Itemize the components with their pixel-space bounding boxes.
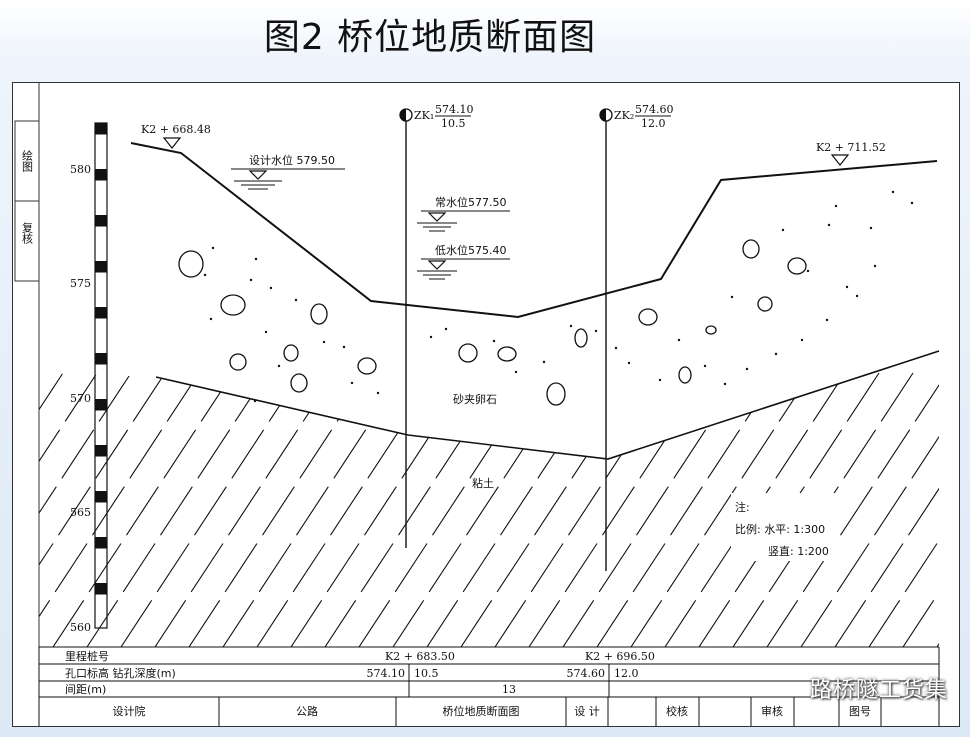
low-water-label: 低水位575.40 [435, 243, 507, 257]
ground-surface-line [130, 142, 938, 319]
row-station-label: 里程桩号 [65, 649, 109, 663]
gravel-pebbles [178, 239, 807, 406]
station-right: K2 + 711.52 [816, 141, 886, 154]
scale-tick-560: 560 [70, 621, 91, 634]
drawing-sheet: 绘图 复核 580 575 570 565 560 K2 + 668.48 K2… [12, 82, 960, 727]
scale-tick-580: 580 [70, 163, 91, 176]
low-water-marker [427, 260, 447, 270]
row-station-v2: K2 + 696.50 [585, 650, 655, 663]
note-title: 注: [735, 500, 750, 514]
borehole-zk2: ZK₂ 574.60 12.0 [599, 103, 674, 571]
tb-drawing-name: 桥位地质断面图 [443, 704, 520, 718]
tb-design: 设 计 [574, 705, 600, 718]
row-borehole-label: 孔口标高 钻孔深度(m) [65, 666, 176, 680]
borehole-zk1-elevation: 574.10 [435, 103, 474, 116]
row-borehole-e1: 574.10 [367, 667, 406, 680]
title-block [218, 697, 882, 726]
design-water-label: 设计水位 579.50 [249, 153, 335, 167]
data-table [38, 646, 940, 726]
stamp-check: 复核 [21, 221, 34, 245]
elevation-scale-bar [94, 122, 108, 629]
design-water-marker [248, 170, 268, 180]
tb-check: 校核 [666, 704, 688, 718]
row-borehole-d2: 12.0 [614, 667, 639, 680]
borehole-zk2-elevation: 574.60 [635, 103, 674, 116]
station-left-marker [162, 137, 182, 149]
row-spacing-value: 13 [502, 683, 516, 696]
borehole-zk1-depth: 10.5 [441, 117, 466, 130]
note-scale-vertical: 竖直: 1:200 [768, 544, 829, 558]
station-right-marker [830, 154, 850, 166]
watermark: 路桥隧工货集 [809, 678, 948, 703]
layer-clay-label: 粘土 [472, 476, 494, 490]
layer-gravel-label: 砂夹卵石 [453, 393, 497, 406]
gravel-dots [203, 190, 914, 403]
tb-review: 审核 [761, 704, 783, 718]
normal-water-label: 常水位577.50 [435, 195, 507, 209]
tb-drawing-number: 图号 [849, 705, 871, 718]
normal-water-marker [427, 212, 447, 222]
station-left: K2 + 668.48 [141, 123, 211, 136]
row-station-v1: K2 + 683.50 [385, 650, 455, 663]
row-borehole-d1: 10.5 [414, 667, 439, 680]
slide-title: 图2 桥位地质断面图 [263, 17, 597, 58]
row-borehole-e2: 574.60 [567, 667, 606, 680]
scale-tick-575: 575 [70, 277, 91, 290]
tb-design-institute: 设计院 [113, 704, 146, 718]
note-scale-horizontal: 比例: 水平: 1:300 [735, 522, 825, 536]
borehole-zk2-id: ZK₂ [614, 109, 634, 122]
borehole-zk1-id: ZK₁ [414, 109, 434, 122]
stamp-draw: 绘图 [21, 149, 34, 173]
geological-section-drawing: 绘图 复核 580 575 570 565 560 K2 + 668.48 K2… [14, 83, 940, 726]
borehole-zk1: ZK₁ 574.10 10.5 [399, 103, 474, 548]
row-spacing-label: 间距(m) [65, 683, 106, 696]
layer-boundary-line [155, 350, 940, 460]
borehole-zk2-depth: 12.0 [641, 117, 666, 130]
tb-highway: 公路 [296, 705, 318, 718]
